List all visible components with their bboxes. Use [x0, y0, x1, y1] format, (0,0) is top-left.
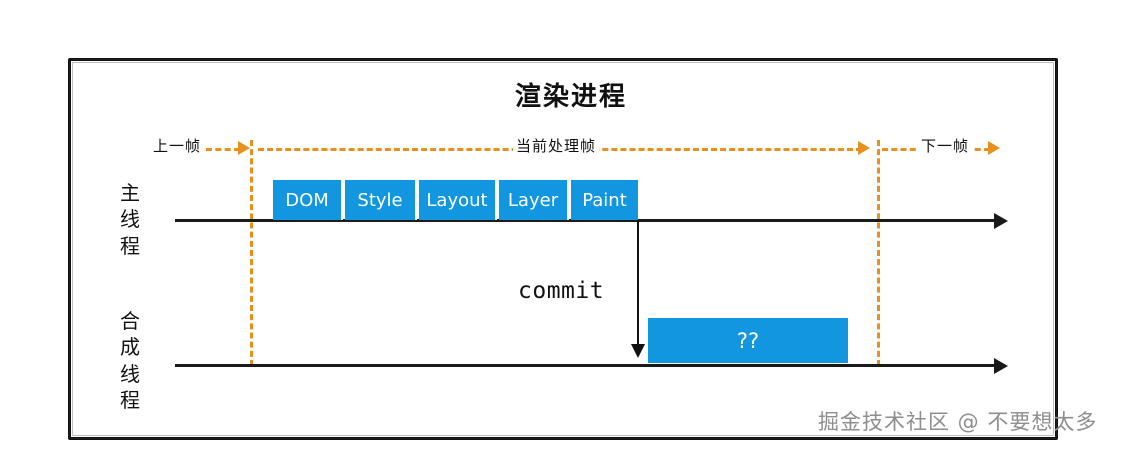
main-thread-timeline-arrowhead-icon [994, 213, 1008, 229]
current-frame-arrowhead-icon [858, 141, 870, 155]
commit-label: commit [518, 278, 605, 304]
current-frame-label: 当前处理帧 [513, 135, 600, 156]
lane-label-main-thread: 主线程 [120, 181, 140, 258]
previous-frame-arrowhead-icon [238, 141, 250, 155]
frame-marker-row: 上一帧 当前处理帧 下一帧 [0, 130, 1142, 172]
compositor-thread-timeline-axis [175, 364, 998, 367]
compositor-thread-timeline-arrowhead-icon [994, 358, 1008, 374]
pipeline-stage-layer[interactable]: Layer [499, 180, 569, 220]
composite-task-box[interactable]: ?? [648, 318, 848, 363]
previous-frame-label: 上一帧 [150, 135, 205, 156]
frame-boundary-left [250, 140, 253, 366]
diagram-title: 渲染进程 [514, 82, 627, 112]
pipeline-stage-layout[interactable]: Layout [419, 180, 497, 220]
previous-frame-dashed-line [178, 148, 240, 151]
lane-label-compositor-thread: 合成线程 [120, 309, 140, 413]
watermark: 掘金技术社区 @ 不要想太多 [818, 410, 1098, 434]
renderer-process-frame [68, 58, 1058, 440]
pipeline-stage-style[interactable]: Style [345, 180, 417, 220]
commit-arrowhead-icon [631, 344, 645, 358]
main-thread-timeline-axis [175, 219, 998, 222]
commit-arrow-line [637, 220, 639, 348]
next-frame-label: 下一帧 [918, 135, 973, 156]
pipeline-stage-dom[interactable]: DOM [273, 180, 343, 220]
next-frame-arrowhead-icon [988, 141, 1000, 155]
frame-boundary-right [877, 140, 880, 366]
pipeline-stage-paint[interactable]: Paint [571, 180, 638, 220]
